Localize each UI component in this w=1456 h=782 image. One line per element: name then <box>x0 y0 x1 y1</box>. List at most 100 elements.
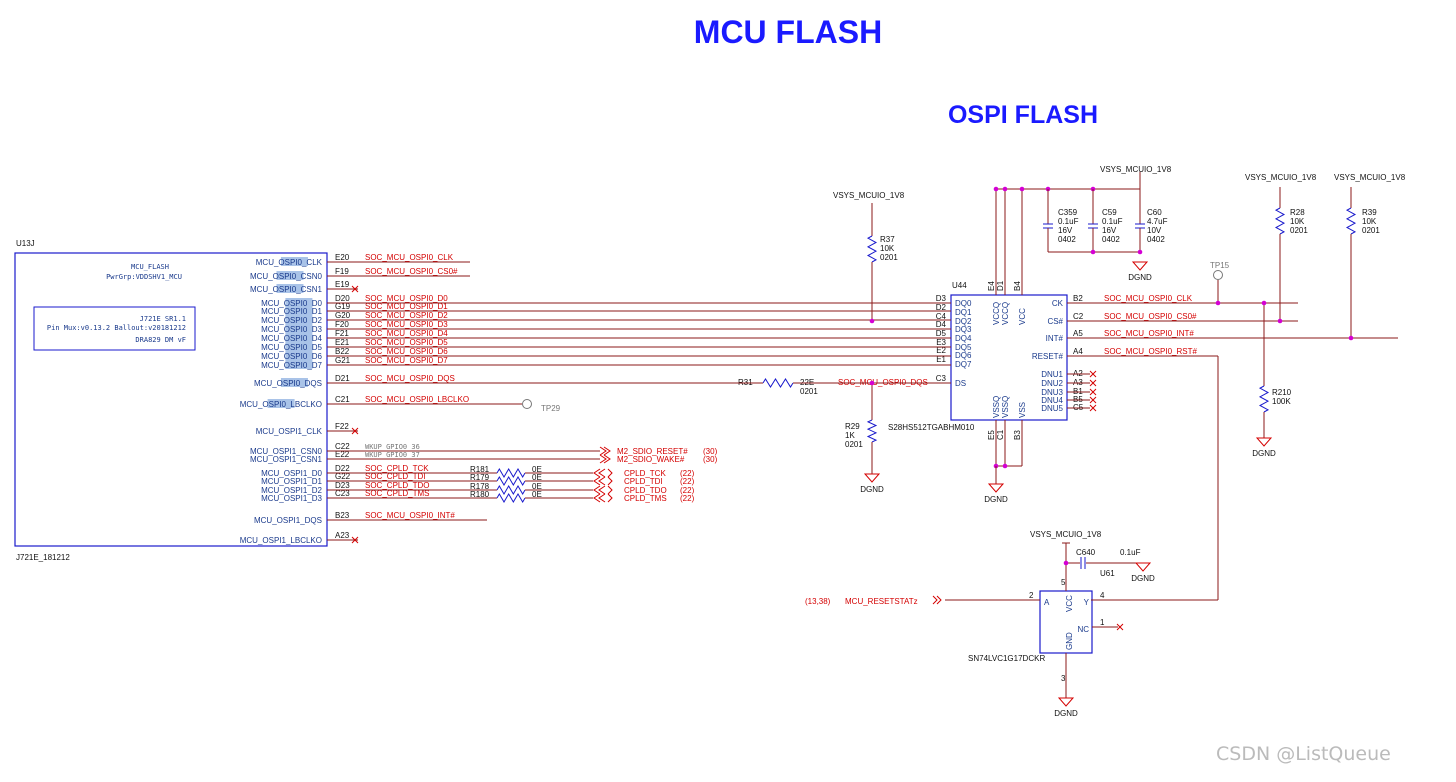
soc-pin-label: MCU_OSPI1_CLK <box>256 427 323 436</box>
junction-dot <box>1261 300 1267 306</box>
c59-ref: C59 <box>1102 208 1117 217</box>
flash-pin-label: DQ6 <box>955 351 972 360</box>
buf-pin-gnd: GND <box>1065 632 1074 650</box>
buf-gnd-label: DGND <box>1054 709 1078 718</box>
soc-pin-label: MCU_OSPI0_D1 <box>261 307 322 316</box>
r31-resistor <box>762 378 794 388</box>
flash-pin-label: DQ0 <box>955 299 972 308</box>
reset-input-ref: (13,38) <box>805 597 831 606</box>
flash-ball: E2 <box>936 346 946 355</box>
soc-ball: C21 <box>335 395 350 404</box>
c359-ref: C359 <box>1058 208 1078 217</box>
soc-pin-label: MCU_OSPI1_LBCLKO <box>240 536 322 545</box>
soc-ball: C22 <box>335 442 350 451</box>
soc-ball: F19 <box>335 267 349 276</box>
flash-ball: A5 <box>1073 329 1083 338</box>
offpage-connector <box>599 454 611 464</box>
soc-pin-label: MCU_OSPI0_D3 <box>261 325 322 334</box>
soc-ball: G20 <box>335 311 351 320</box>
flash-bot-ball: B3 <box>1013 430 1022 440</box>
flash-net-label: SOC_MCU_OSPI0_CLK <box>1104 294 1193 303</box>
soc-info-1: J721E SR1.1 <box>140 315 186 323</box>
flash-part: S28HS512TGABHM010 <box>888 423 975 432</box>
soc-pin-label: MCU_OSPI0_D0 <box>261 299 322 308</box>
jtag-ref: (22) <box>680 494 695 503</box>
jtag-res-ref: R178 <box>470 482 490 491</box>
r28-pkg: 0201 <box>1290 226 1308 235</box>
net-label: SOC_MCU_OSPI0_INT# <box>365 511 455 520</box>
net-label: SOC_MCU_OSPI0_D4 <box>365 329 448 338</box>
soc-ball: E22 <box>335 450 350 459</box>
r29-gnd-label: DGND <box>860 485 884 494</box>
net-highlight <box>285 324 313 333</box>
net-label: SOC_CPLD_TDO <box>365 481 429 490</box>
soc-pin-label: MCU_OSPI1_D2 <box>261 486 322 495</box>
ground-symbol <box>1131 261 1149 271</box>
flash-ball: A4 <box>1073 347 1083 356</box>
jtag-res-val: 0E <box>532 482 542 491</box>
flash-pin-group: D3DQ0D2DQ1C4DQ2D4DQ3D5DQ4E3DQ5E2DQ6E1DQ7… <box>936 280 1198 440</box>
c359-pkg: 0402 <box>1058 235 1076 244</box>
net-highlight <box>285 342 313 351</box>
net-label: SOC_MCU_OSPI0_LBCLKO <box>365 395 469 404</box>
net-highlight <box>285 315 313 324</box>
flash-bot-pin-label: VSS <box>1018 402 1027 418</box>
ground-symbol <box>1057 697 1075 707</box>
r28-resistor <box>1274 207 1286 235</box>
r39-resistor <box>1345 207 1357 235</box>
flash-pin-label: RESET# <box>1032 352 1064 361</box>
flash-top-ball: B4 <box>1013 281 1022 291</box>
c60-pkg: 0402 <box>1147 235 1165 244</box>
soc-pin-label: MCU_OSPI0_D6 <box>261 352 322 361</box>
jtag-ref: (22) <box>680 486 695 495</box>
soc-pin-label: MCU_OSPI0_CSN0 <box>250 272 323 281</box>
soc-ball: D20 <box>335 294 350 303</box>
flash-pin-label: DS <box>955 379 966 388</box>
r28-rail: VSYS_MCUIO_1V8 <box>1245 173 1317 182</box>
buffer-part: SN74LVC1G17DCKR <box>968 654 1045 663</box>
c60-val: 4.7uF <box>1147 217 1168 226</box>
r210-resistor <box>1258 385 1270 413</box>
no-connect-mark <box>351 427 359 435</box>
flash-top-ball: D1 <box>996 280 1005 291</box>
buf-pin-nc: NC <box>1077 625 1089 634</box>
buffer-rail: VSYS_MCUIO_1V8 <box>1030 530 1102 539</box>
tp29-label: TP29 <box>541 404 561 413</box>
flash-ref: U44 <box>952 281 967 290</box>
flash-ball: D5 <box>936 329 947 338</box>
flash-pin-label: DQ2 <box>955 317 972 326</box>
net-highlight <box>285 306 313 315</box>
c640-gnd-label: DGND <box>1131 574 1155 583</box>
c59-pkg: 0402 <box>1102 235 1120 244</box>
c60-v: 10V <box>1147 226 1162 235</box>
soc-pin-label: MCU_OSPI0_D2 <box>261 316 322 325</box>
tp15-circle <box>1213 270 1223 280</box>
soc-ball: F21 <box>335 329 349 338</box>
soc-ball: D22 <box>335 464 350 473</box>
no-connect-mark <box>1116 623 1124 631</box>
offpage-net: M2_SDIO_RESET# <box>617 447 688 456</box>
flash-bot-ball: C1 <box>996 429 1005 440</box>
c640-ref: C640 <box>1076 548 1096 557</box>
net-label: SOC_MCU_OSPI0_D5 <box>365 338 448 347</box>
jtag-connector <box>593 485 613 495</box>
cap-rail: VSYS_MCUIO_1V8 <box>1100 165 1172 174</box>
r29-ref: R29 <box>845 422 860 431</box>
soc-ball: G19 <box>335 302 351 311</box>
flash-pin-label: DQ5 <box>955 343 972 352</box>
flash-bot-pin-label: VSSQ <box>1001 396 1010 418</box>
offpage-ref: (30) <box>703 455 718 464</box>
soc-pin-label: MCU_OSPI0_D5 <box>261 343 322 352</box>
jtag-net: CPLD_TCK <box>624 469 666 478</box>
jtag-ref: (22) <box>680 469 695 478</box>
soc-pwr: PwrGrp:VDDSHV1_MCU <box>106 273 182 281</box>
buf-pin-vcc: VCC <box>1065 595 1074 612</box>
flash-ball: C2 <box>1073 312 1084 321</box>
net-label: SOC_CPLD_TCK <box>365 464 429 473</box>
jtag-net: CPLD_TDO <box>624 486 667 495</box>
no-connect-mark <box>1089 396 1097 404</box>
soc-pin-label: MCU_OSPI1_CSN1 <box>250 455 323 464</box>
flash-dnu-label: DNU3 <box>1041 388 1063 397</box>
net-label: SOC_CPLD_TDI <box>365 472 425 481</box>
